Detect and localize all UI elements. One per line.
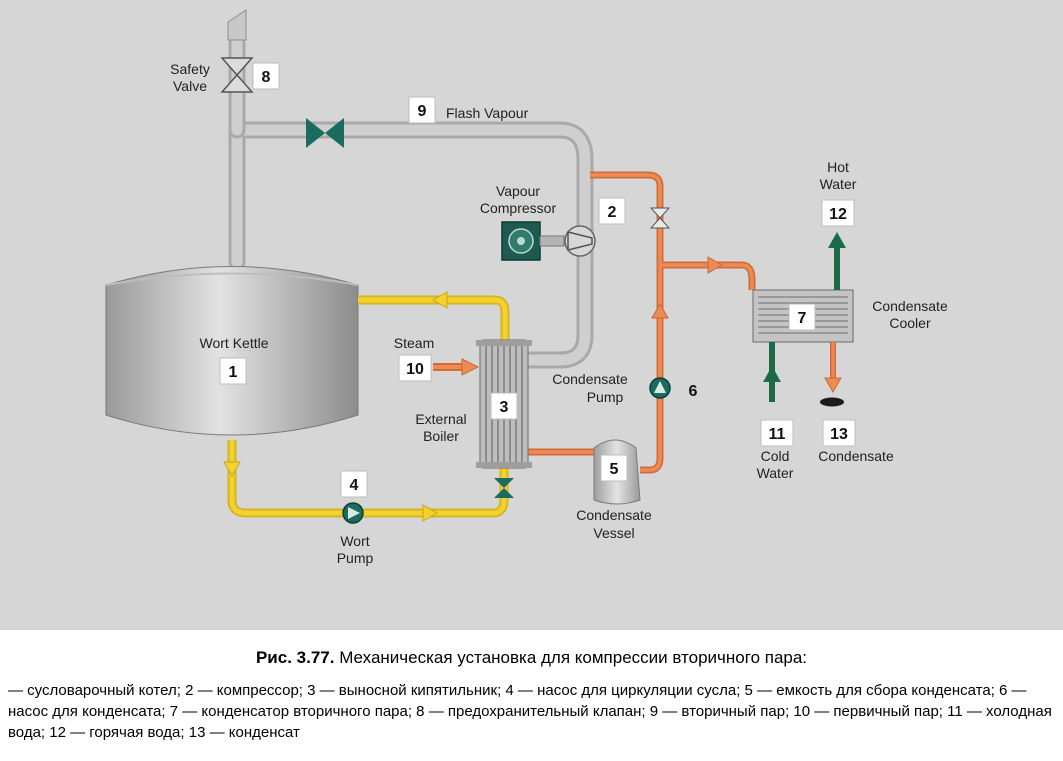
label-cold-water-line1: Cold — [761, 448, 790, 464]
label-external-boiler-line1: External — [415, 411, 466, 427]
label-external-boiler-line2: Boiler — [423, 428, 459, 444]
label-wort-kettle: Wort Kettle — [200, 335, 269, 351]
label-number-10: 10 — [406, 361, 424, 378]
figure-caption: Рис. 3.77. Механическая установка для ко… — [0, 640, 1063, 743]
label-hot-water-line1: Hot — [827, 159, 849, 175]
label-safety-valve-line1: Safety — [170, 61, 210, 77]
label-hot-water-line2: Water — [820, 176, 857, 192]
bypass-valve-icon — [649, 207, 671, 229]
drain-icon — [820, 397, 844, 407]
arrow-icon — [431, 291, 448, 309]
caption-legend: — сусловарочный котел; 2 — компрессор; 3… — [8, 682, 1052, 741]
label-condensate-vessel-line1: Condensate — [576, 507, 652, 523]
steam-inlet-pipe — [433, 358, 480, 376]
arrow-icon — [707, 256, 724, 274]
cold-water-arrow-icon — [763, 342, 781, 402]
label-steam: Steam — [394, 335, 434, 351]
label-condensate: Condensate — [818, 448, 894, 464]
label-number-2: 2 — [608, 204, 617, 221]
vent-pipe-tip — [227, 9, 247, 41]
label-safety-valve-line2: Valve — [173, 78, 207, 94]
label-condensate-pump-line1: Condensate — [552, 371, 628, 387]
label-wort-pump-line1: Wort — [340, 533, 369, 549]
process-diagram: 1 2 3 4 5 6 7 8 9 10 11 12 13 Safety Val… — [0, 0, 1063, 630]
label-number-4: 4 — [350, 477, 359, 494]
label-flash-vapour: Flash Vapour — [446, 105, 529, 121]
label-number-6: 6 — [689, 383, 698, 400]
label-condensate-cooler-line2: Cooler — [889, 315, 931, 331]
condensate-pump-icon — [649, 377, 671, 399]
external-boiler — [476, 339, 532, 469]
vapour-compressor — [501, 221, 596, 261]
label-vapour-compressor-line2: Compressor — [480, 200, 557, 216]
arrow-icon — [422, 504, 439, 522]
flash-vapour-valve-icon — [306, 118, 344, 148]
condensate-outlet-arrow-icon — [824, 342, 842, 394]
label-number-13: 13 — [830, 426, 848, 443]
figure-label: Рис. 3.77. — [255, 648, 335, 667]
label-number-12: 12 — [829, 206, 847, 223]
label-number-7: 7 — [798, 310, 807, 327]
diagram-area: 1 2 3 4 5 6 7 8 9 10 11 12 13 Safety Val… — [0, 0, 1063, 630]
label-number-11: 11 — [769, 426, 786, 443]
condensate-pipe — [528, 171, 756, 474]
safety-valve-icon — [220, 57, 254, 93]
label-vapour-compressor-line1: Vapour — [496, 183, 540, 199]
label-wort-pump-line2: Pump — [337, 550, 374, 566]
label-number-9: 9 — [418, 103, 427, 120]
label-number-3: 3 — [500, 399, 509, 416]
wort-pump-icon — [342, 502, 364, 524]
arrow-icon — [223, 461, 241, 478]
wort-circulation-pipe — [227, 295, 510, 518]
component-labels: Safety Valve Flash Vapour Vapour Compres… — [170, 61, 948, 566]
number-boxes: 1 2 3 4 5 6 7 8 9 10 11 12 13 — [219, 62, 856, 498]
caption-title: Рис. 3.77. Механическая установка для ко… — [0, 648, 1063, 668]
label-number-5: 5 — [610, 461, 619, 478]
label-condensate-vessel-line2: Vessel — [593, 525, 634, 541]
label-number-1: 1 — [229, 364, 238, 381]
arrow-icon — [651, 302, 669, 319]
label-number-8: 8 — [262, 69, 271, 86]
label-cold-water-line2: Water — [757, 465, 794, 481]
label-condensate-pump-line2: Pump — [587, 389, 624, 405]
boiler-valve-icon — [494, 478, 514, 498]
wort-kettle — [105, 266, 359, 436]
figure-title: Механическая установка для компрессии вт… — [339, 648, 808, 667]
hot-water-arrow-icon — [828, 232, 846, 290]
label-condensate-cooler-line1: Condensate — [872, 298, 948, 314]
